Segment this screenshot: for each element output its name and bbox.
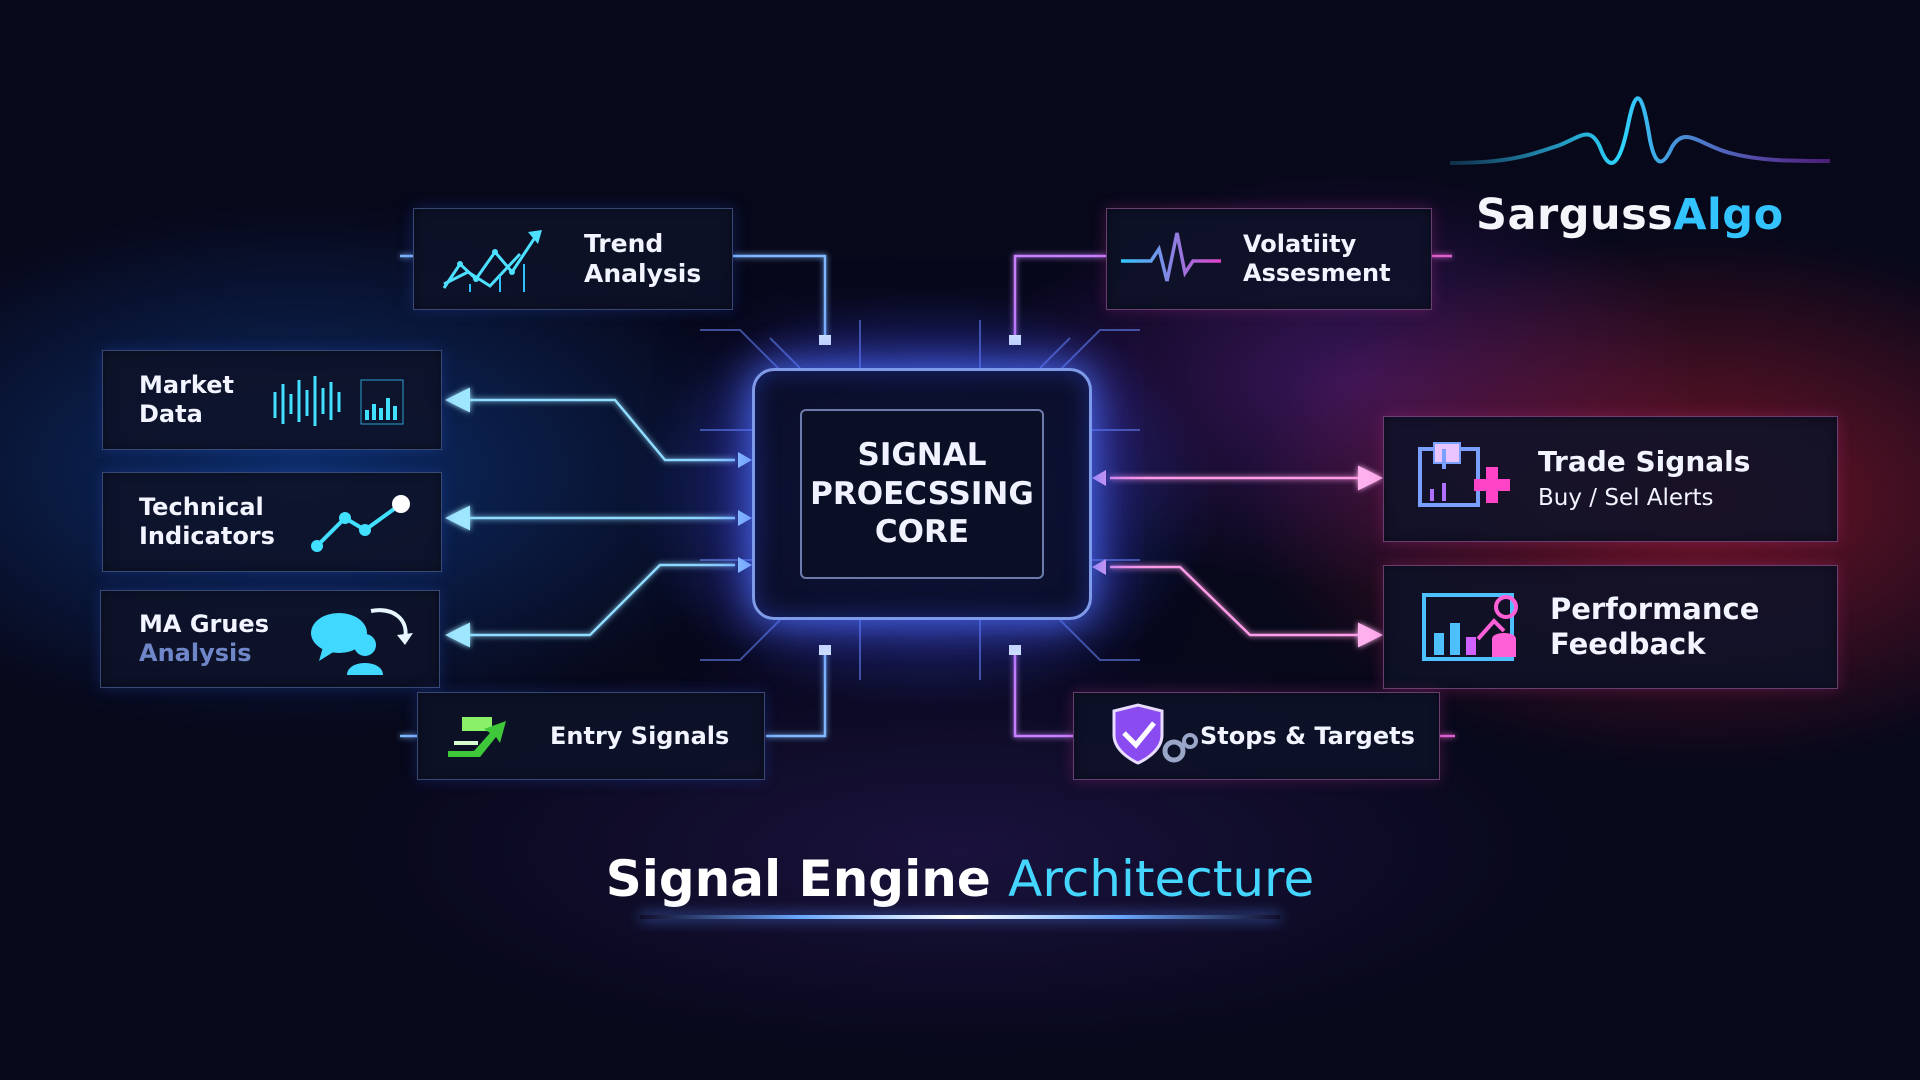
ma-label-line1: MA Grues [139, 610, 269, 639]
circuit-traces [700, 320, 1140, 680]
market-label-line2: Data [139, 400, 203, 428]
node-technical-indicators: Technical Indicators [102, 472, 442, 572]
brand-wave-logo [1450, 96, 1830, 165]
core-line2: PROECSSING [810, 475, 1034, 512]
node-trend-analysis: Trend Analysis [413, 208, 733, 310]
signal-processing-core: SIGNAL PROECSSING CORE [752, 368, 1092, 620]
volatility-label-line2: Assesment [1243, 259, 1391, 287]
trade-label-line2: Buy / Sel Alerts [1538, 485, 1714, 511]
node-entry-signals: Entry Signals [417, 692, 765, 780]
wire-volatility [1013, 254, 1106, 340]
brand-name-part1: Sarguss [1476, 190, 1674, 240]
node-performance-feedback: Performance Feedback [1383, 565, 1838, 689]
brand-name: SargussAlgo [1476, 190, 1784, 240]
wire-trend [733, 254, 827, 340]
wire-market [445, 387, 735, 462]
candlestick-chart-icon [273, 376, 404, 426]
node-volatility-assessment: Volatiity Assesment [1106, 208, 1432, 310]
market-label-line1: Market [139, 371, 234, 400]
ma-label-line2: Analysis [139, 639, 252, 667]
core-line1: SIGNAL [857, 436, 987, 473]
trend-label-line2: Analysis [584, 259, 702, 288]
trend-chart-icon [442, 230, 542, 292]
wire-performance [1110, 565, 1383, 648]
title-part1: Signal Engine [605, 850, 991, 908]
performance-label-line2: Feedback [1550, 627, 1706, 661]
brand-name-part2: Algo [1673, 190, 1784, 240]
node-trade-signals: Trade Signals Buy / Sel Alerts [1383, 416, 1838, 542]
node-market-data: Market Data [102, 350, 442, 450]
title-underline-glow [640, 915, 1280, 919]
line-graph-icon [311, 495, 410, 552]
trend-label-line1: Trend [584, 229, 664, 258]
wire-nodes [819, 335, 1021, 655]
volatility-label-line1: Volatiity [1243, 230, 1357, 259]
wire-stops [1013, 650, 1073, 738]
shield-gear-icon [1112, 703, 1198, 765]
arrow-entry-icon [448, 717, 506, 757]
wire-entry [766, 650, 827, 738]
technical-label-line2: Indicators [139, 522, 275, 550]
inbound-arrows [738, 452, 752, 573]
node-ma-analysis: MA Grues Analysis [100, 590, 440, 688]
technical-label-line1: Technical [139, 493, 264, 522]
entry-label: Entry Signals [550, 721, 730, 750]
core-line3: CORE [874, 514, 970, 551]
chat-user-icon [311, 608, 413, 675]
node-stops-targets: Stops & Targets [1073, 692, 1440, 780]
trade-alert-icon [1418, 442, 1510, 507]
stops-label: Stops & Targets [1200, 721, 1415, 750]
wire-ma [445, 563, 735, 648]
inbound-arrows-right [1092, 470, 1106, 575]
performance-chart-icon [1422, 593, 1518, 661]
trade-label-line1: Trade Signals [1538, 445, 1751, 479]
title-part2: Architecture [1008, 850, 1315, 908]
diagram-title: Signal Engine Architecture [0, 850, 1920, 908]
performance-label-line1: Performance [1550, 592, 1760, 627]
heartbeat-pulse-icon [1121, 232, 1221, 282]
